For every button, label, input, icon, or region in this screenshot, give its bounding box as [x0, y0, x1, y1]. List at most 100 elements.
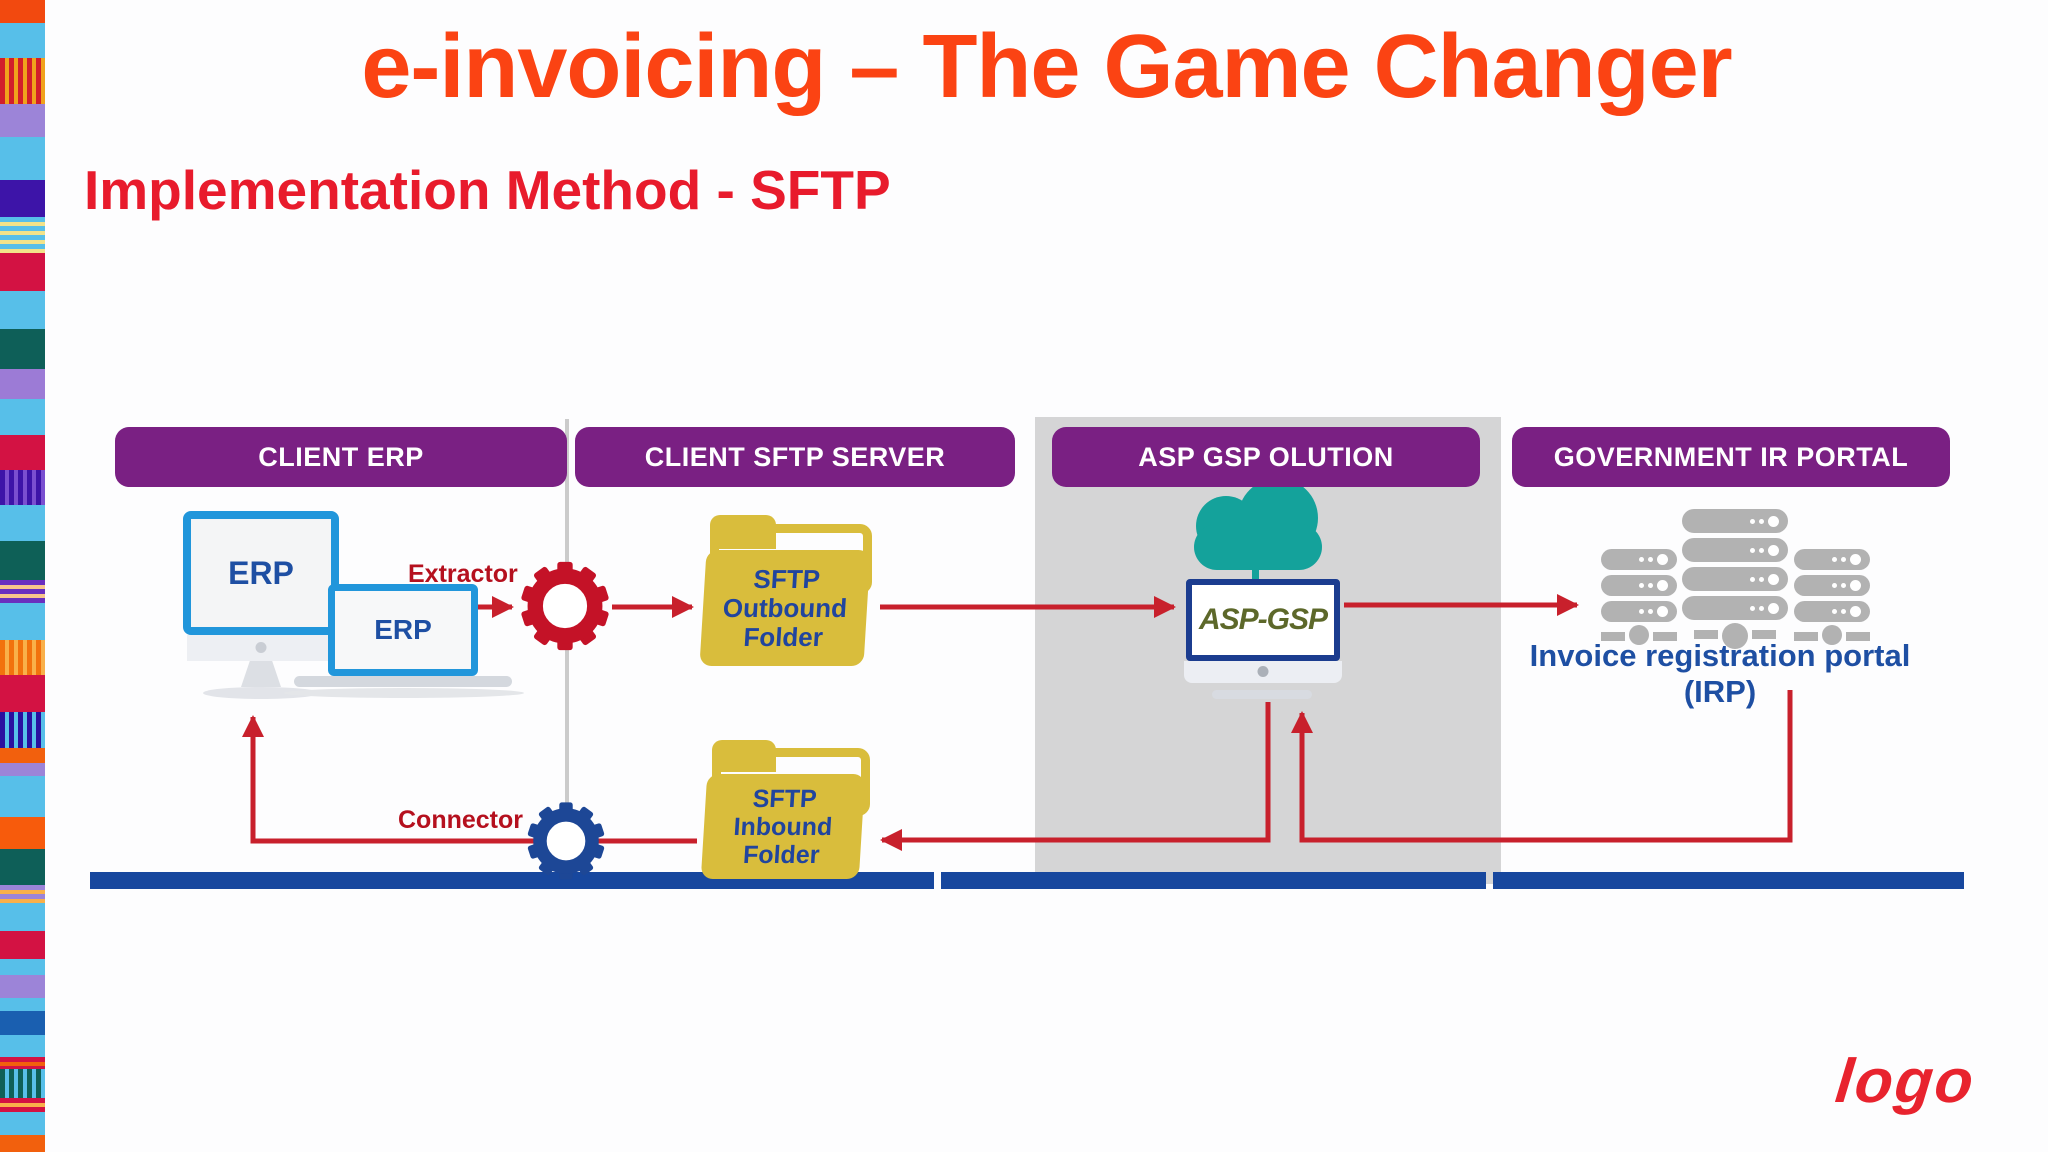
stripe-segment [0, 1035, 45, 1058]
decorative-stripe [0, 0, 45, 1152]
column-divider [565, 419, 569, 882]
server-stack-icon [1682, 509, 1788, 649]
stripe-segment [0, 291, 45, 329]
stripe-segment [0, 675, 45, 712]
stripe-segment [0, 975, 45, 998]
stripe-segment [0, 252, 45, 292]
server-stand [1794, 625, 1870, 645]
folder-line: Folder [742, 840, 821, 869]
erp-laptop-label: ERP [374, 614, 432, 645]
stripe-segment [0, 1010, 45, 1036]
server-unit [1794, 575, 1870, 596]
extractor-label: Extractor [408, 560, 518, 588]
column-header-asp-gsp-solution: ASP GSP OLUTION [1052, 427, 1480, 487]
server-unit [1601, 601, 1677, 622]
erp-desktop-stand [241, 661, 281, 687]
logo-brand-mark: logo [1832, 1047, 1979, 1116]
stripe-segment [0, 1069, 45, 1099]
stripe-segment [0, 639, 45, 676]
stripe-segment [0, 328, 45, 369]
server-stack-icon [1601, 549, 1677, 645]
server-stand [1601, 625, 1677, 645]
erp-desktop-chin [187, 635, 335, 661]
stripe-segment [0, 505, 45, 542]
server-unit [1682, 567, 1788, 591]
stripe-segment [0, 930, 45, 960]
stripe-segment [0, 434, 45, 470]
erp-desktop-screen: ERP [183, 511, 339, 635]
erp-laptop-base [294, 676, 512, 687]
server-stack-icon [1794, 549, 1870, 645]
erp-desktop-icon: ERP [183, 511, 339, 699]
stripe-segment [0, 763, 45, 777]
stripe-segment [0, 1111, 45, 1135]
bottom-bar-segment [1493, 872, 1964, 889]
stripe-segment [0, 997, 45, 1011]
stripe-segment [0, 469, 45, 506]
asp-gsp-screen: ASP-GSP [1186, 579, 1340, 661]
asp-gsp-base [1212, 690, 1312, 699]
folder-line: SFTP [751, 784, 818, 813]
stripe-segment [0, 747, 45, 764]
server-unit [1682, 538, 1788, 562]
stripe-segment [0, 179, 45, 217]
inbound-folder-icon: SFTP Inbound Folder [700, 738, 870, 880]
stripe-segment [0, 368, 45, 400]
stripe-segment [0, 216, 45, 253]
folder-line: Outbound [722, 592, 849, 623]
arrow-aspgsp-to-inbound [880, 702, 1271, 851]
folder-line: SFTP [752, 563, 821, 594]
stripe-segment [0, 817, 45, 849]
connector-gear-icon [524, 799, 608, 883]
outbound-folder-label: SFTP Outbound Folder [699, 550, 871, 666]
stripe-segment [0, 902, 45, 931]
stripe-segment [0, 884, 45, 903]
erp-desktop-base [203, 687, 319, 699]
column-header-government-ir-portal: GOVERNMENT IR PORTAL [1512, 427, 1950, 487]
cloud-part [1194, 524, 1322, 570]
server-unit [1682, 596, 1788, 620]
bottom-bar-segment [941, 872, 1486, 889]
outbound-folder-icon: SFTP Outbound Folder [699, 512, 873, 666]
connector-label: Connector [398, 806, 523, 834]
stripe-segment [0, 848, 45, 885]
erp-laptop-shadow [284, 688, 524, 698]
page-title: e-invoicing – The Game Changer [361, 17, 1732, 117]
page-subtitle: Implementation Method - SFTP [84, 159, 891, 221]
stripe-segment [0, 1057, 45, 1070]
server-unit [1794, 601, 1870, 622]
cloud-icon [1194, 478, 1324, 570]
server-stand [1682, 623, 1788, 649]
irp-caption: Invoice registration portal (IRP) [1529, 638, 1911, 709]
arrow-irp-to-aspgsp [1291, 690, 1793, 843]
erp-laptop-icon: ERP [284, 584, 534, 698]
inbound-folder-label: SFTP Inbound Folder [700, 774, 866, 879]
erp-laptop-screen: ERP [328, 584, 478, 676]
asp-gsp-monitor-icon: ASP-GSP [1184, 579, 1342, 701]
server-unit [1682, 509, 1788, 533]
stripe-segment [0, 399, 45, 435]
stripe-segment [0, 580, 45, 604]
stripe-segment [0, 0, 45, 23]
stripe-segment [0, 711, 45, 748]
column-header-client-erp: CLIENT ERP [115, 427, 567, 487]
folder-line: Folder [742, 621, 824, 652]
stripe-segment [0, 136, 45, 180]
stripe-segment [0, 603, 45, 640]
stripe-segment [0, 1134, 45, 1152]
camera-dot-icon [1257, 666, 1269, 677]
stripe-segment [0, 776, 45, 818]
folder-line: Inbound [732, 812, 834, 841]
server-unit [1601, 575, 1677, 596]
stripe-segment [0, 1098, 45, 1112]
erp-desktop-label: ERP [228, 554, 294, 591]
server-unit [1794, 549, 1870, 570]
stripe-segment [0, 959, 45, 976]
server-unit [1601, 549, 1677, 570]
cloud-stem [1252, 566, 1259, 590]
extractor-gear-icon [517, 558, 613, 654]
stripe-segment [0, 541, 45, 581]
stripe-segment [0, 103, 45, 137]
asp-gsp-chin [1184, 661, 1342, 683]
